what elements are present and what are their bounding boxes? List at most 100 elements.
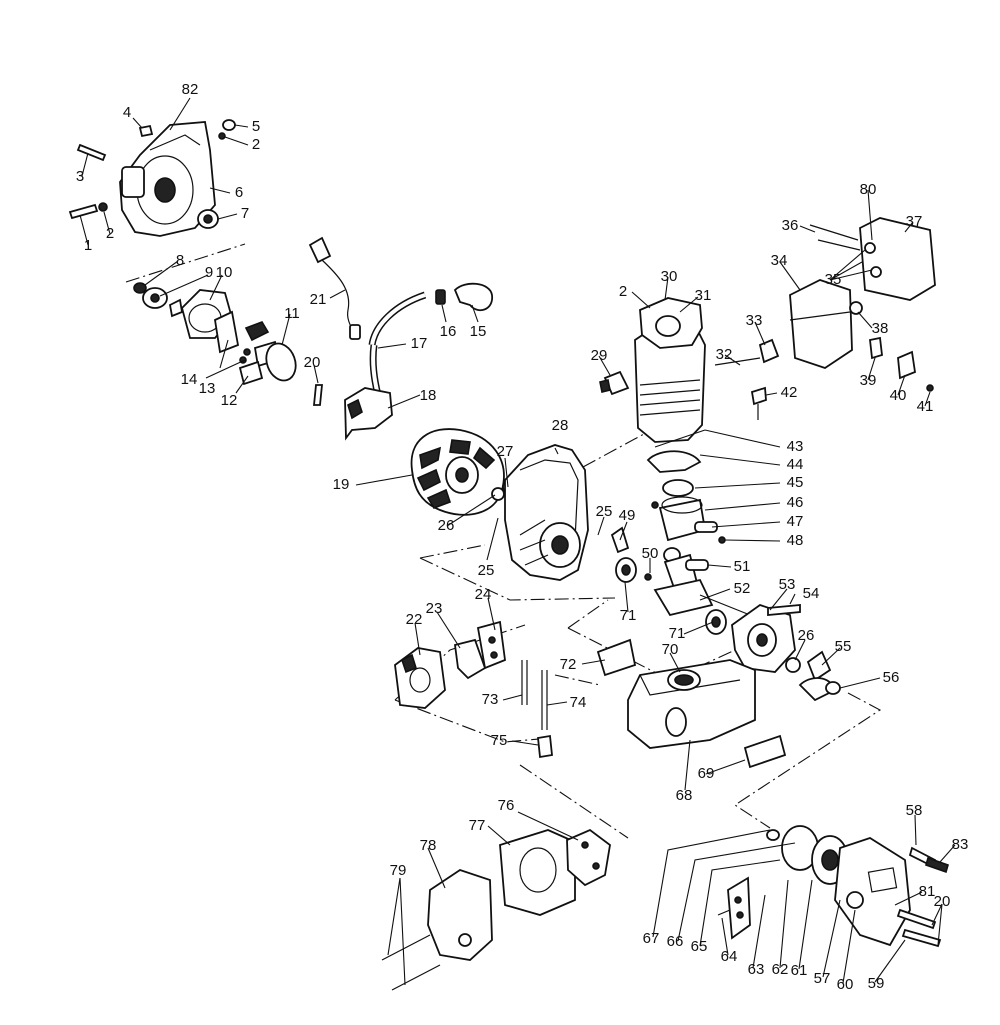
- label-71a: 71: [620, 607, 637, 624]
- label-11: 11: [284, 305, 300, 322]
- label-25a: 25: [596, 503, 613, 520]
- label-6: 6: [235, 184, 243, 201]
- label-69: 69: [698, 765, 715, 782]
- label-79: 79: [390, 862, 407, 879]
- label-51: 51: [734, 558, 751, 575]
- label-73: 73: [482, 691, 499, 708]
- label-58: 58: [906, 802, 923, 819]
- label-17: 17: [411, 335, 428, 352]
- label-37: 37: [906, 213, 923, 230]
- label-52: 52: [734, 580, 751, 597]
- label-61: 61: [791, 962, 808, 979]
- label-23: 23: [426, 600, 443, 617]
- label-10: 10: [216, 264, 233, 281]
- label-47: 47: [787, 513, 804, 530]
- label-76: 76: [498, 797, 515, 814]
- muffler-part: [789, 217, 936, 392]
- ignition-module-part: [313, 384, 393, 441]
- label-20a: 20: [304, 354, 321, 371]
- part-number-labels: 82 4 5 2 3 6 7 1 2 8 9 10 11 14 13 12 21…: [76, 81, 969, 993]
- fuel-tank-part: [521, 638, 787, 769]
- label-34: 34: [771, 252, 788, 269]
- label-2b: 2: [106, 225, 114, 242]
- label-80: 80: [860, 181, 877, 198]
- label-55: 55: [835, 638, 852, 655]
- label-72: 72: [560, 656, 577, 673]
- label-30: 30: [661, 268, 678, 285]
- label-44: 44: [787, 456, 804, 473]
- label-62: 62: [772, 961, 789, 978]
- label-77: 77: [469, 817, 486, 834]
- label-74: 74: [570, 694, 587, 711]
- label-24: 24: [475, 586, 492, 603]
- label-41: 41: [917, 398, 934, 415]
- label-25b: 25: [478, 562, 495, 579]
- carburetor-part: [394, 620, 506, 709]
- label-27: 27: [497, 443, 514, 460]
- label-4: 4: [123, 104, 131, 121]
- label-78: 78: [420, 837, 437, 854]
- label-31: 31: [695, 287, 712, 304]
- label-54: 54: [803, 585, 820, 602]
- cylinder-part: [599, 297, 780, 443]
- label-46: 46: [787, 494, 804, 511]
- label-20b: 20: [934, 893, 951, 910]
- label-50: 50: [642, 545, 659, 562]
- label-53: 53: [779, 576, 796, 593]
- label-66: 66: [667, 933, 684, 950]
- label-26b: 26: [798, 627, 815, 644]
- label-19: 19: [333, 476, 350, 493]
- label-8: 8: [176, 252, 184, 269]
- label-22: 22: [406, 611, 423, 628]
- label-63: 63: [748, 961, 765, 978]
- label-3: 3: [76, 168, 84, 185]
- label-70: 70: [662, 641, 679, 658]
- recoil-starter-part: [717, 825, 949, 948]
- label-28: 28: [552, 417, 569, 434]
- label-81: 81: [919, 883, 936, 900]
- label-49: 49: [619, 507, 636, 524]
- label-45: 45: [787, 474, 804, 491]
- label-13: 13: [199, 380, 216, 397]
- crankcase-cover-part: [731, 604, 841, 702]
- label-2c: 2: [619, 283, 627, 300]
- label-83: 83: [952, 836, 969, 853]
- crankshaft-part: [610, 526, 751, 635]
- label-40: 40: [890, 387, 907, 404]
- label-5: 5: [252, 118, 260, 135]
- label-38: 38: [872, 320, 889, 337]
- piston-part: [646, 450, 726, 544]
- air-filter-part: [381, 828, 611, 991]
- label-1: 1: [84, 237, 92, 254]
- label-65: 65: [691, 938, 708, 955]
- label-12: 12: [221, 392, 238, 409]
- label-60: 60: [837, 976, 854, 993]
- label-32: 32: [716, 346, 733, 363]
- label-48: 48: [787, 532, 804, 549]
- label-82: 82: [182, 81, 199, 98]
- label-21: 21: [310, 291, 327, 308]
- clutch-housing-part: [119, 121, 219, 237]
- label-26a: 26: [438, 517, 455, 534]
- label-56: 56: [883, 669, 900, 686]
- label-42: 42: [781, 384, 798, 401]
- label-75: 75: [491, 732, 508, 749]
- leader-lines: [79, 97, 956, 986]
- label-36: 36: [782, 217, 799, 234]
- label-57: 57: [814, 970, 831, 987]
- flywheel-part: [410, 428, 516, 516]
- label-43: 43: [787, 438, 804, 455]
- crankcase-part: [504, 444, 589, 581]
- label-16: 16: [440, 323, 457, 340]
- label-29: 29: [591, 347, 608, 364]
- spark-lead-part: [308, 236, 361, 340]
- clutch-assembly-part: [133, 282, 297, 386]
- label-71b: 71: [669, 625, 686, 642]
- label-35: 35: [825, 271, 842, 288]
- label-59: 59: [868, 975, 885, 992]
- label-9: 9: [205, 264, 213, 281]
- label-7: 7: [241, 205, 249, 222]
- label-67: 67: [643, 930, 660, 947]
- label-33: 33: [746, 312, 763, 329]
